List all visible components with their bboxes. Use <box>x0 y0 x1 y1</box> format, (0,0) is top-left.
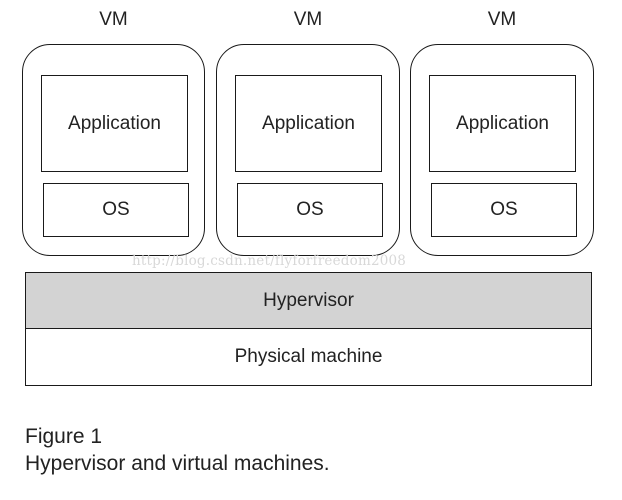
os-label-3: OS <box>490 199 518 220</box>
os-box-1: OS <box>43 183 189 237</box>
os-box-2: OS <box>237 183 383 237</box>
vm-frame-1: Application OS <box>22 44 205 256</box>
figure-caption: Hypervisor and virtual machines. <box>25 452 330 475</box>
vm-label-3: VM <box>487 9 517 30</box>
watermark-text: http://blog.csdn.net/flyforfreedom2008 <box>132 253 407 269</box>
physical-machine-label: Physical machine <box>234 346 383 367</box>
application-label-3: Application <box>456 112 549 134</box>
os-box-3: OS <box>431 183 577 237</box>
figure-number: Figure 1 <box>25 425 103 448</box>
application-label-1: Application <box>68 112 161 134</box>
application-box-2: Application <box>235 75 382 172</box>
vm-label-2: VM <box>293 9 323 30</box>
os-label-2: OS <box>296 199 324 220</box>
os-label-1: OS <box>102 199 130 220</box>
physical-machine-layer: Physical machine <box>25 328 592 386</box>
application-label-2: Application <box>262 112 355 134</box>
vm-frame-2: Application OS <box>216 44 400 256</box>
vm-frame-3: Application OS <box>410 44 594 256</box>
hypervisor-label: Hypervisor <box>263 290 354 311</box>
application-box-3: Application <box>429 75 576 172</box>
vm-label-1: VM <box>99 9 128 30</box>
application-box-1: Application <box>41 75 188 172</box>
hypervisor-layer: Hypervisor <box>25 272 592 330</box>
